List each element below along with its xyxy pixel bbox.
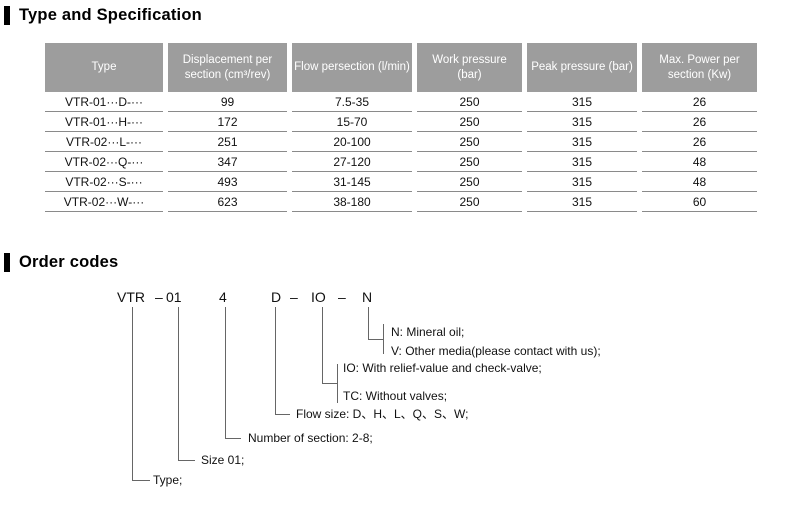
col-header-displacement: Displacement per section (cm³/rev) <box>168 43 287 92</box>
cell-work-pressure: 250 <box>417 172 522 192</box>
cell-displacement: 347 <box>168 152 287 172</box>
label-valve-io: IO: With relief-value and check-valve; <box>343 361 542 375</box>
cell-peak-pressure: 315 <box>527 92 637 112</box>
col-header-max-power: Max. Power per section (Kw) <box>642 43 757 92</box>
cell-peak-pressure: 315 <box>527 112 637 132</box>
cell-flow: 7.5-35 <box>292 92 412 112</box>
table-row: VTR-01···H-··· 172 15-70 250 315 26 <box>45 112 757 132</box>
cell-max-power: 26 <box>642 132 757 152</box>
cell-flow: 15-70 <box>292 112 412 132</box>
label-type: Type; <box>153 473 183 487</box>
cell-displacement: 251 <box>168 132 287 152</box>
cell-flow: 20-100 <box>292 132 412 152</box>
cell-displacement: 493 <box>168 172 287 192</box>
connector-line-flow <box>275 307 290 415</box>
cell-flow: 27-120 <box>292 152 412 172</box>
cell-displacement: 99 <box>168 92 287 112</box>
cell-flow: 38-180 <box>292 192 412 212</box>
col-header-work-pressure: Work pressure (bar) <box>417 43 522 92</box>
cell-work-pressure: 250 <box>417 132 522 152</box>
label-valve-tc: TC: Without valves; <box>343 389 448 403</box>
label-size: Size 01; <box>201 453 245 467</box>
cell-peak-pressure: 315 <box>527 172 637 192</box>
label-media-v: V: Other media(please contact with us); <box>391 344 601 358</box>
label-flow-size: Flow size: D、H、L、Q、S、W; <box>296 407 469 421</box>
cell-type: VTR-02···S-··· <box>45 172 163 192</box>
col-header-peak-pressure: Peak pressure (bar) <box>527 43 637 92</box>
label-number-of-sections: Number of section: 2-8; <box>248 431 373 445</box>
cell-work-pressure: 250 <box>417 152 522 172</box>
spec-section-title: Type and Specification <box>19 6 202 24</box>
section-marker-bar <box>4 253 10 272</box>
table-row: VTR-02···S-··· 493 31-145 250 315 48 <box>45 172 757 192</box>
cell-type: VTR-02···L-··· <box>45 132 163 152</box>
code-part-size: 01 <box>166 289 182 305</box>
cell-type: VTR-02···Q-··· <box>45 152 163 172</box>
connector-line-type <box>132 307 150 481</box>
label-media-n: N: Mineral oil; <box>391 325 465 339</box>
cell-flow: 31-145 <box>292 172 412 192</box>
cell-peak-pressure: 315 <box>527 132 637 152</box>
order-codes-section-header: Order codes <box>4 253 118 272</box>
cell-peak-pressure: 315 <box>527 152 637 172</box>
spec-table: Type Displacement per section (cm³/rev) … <box>40 43 762 212</box>
spec-section-header: Type and Specification <box>4 6 202 25</box>
cell-work-pressure: 250 <box>417 112 522 132</box>
cell-max-power: 48 <box>642 172 757 192</box>
cell-displacement: 172 <box>168 112 287 132</box>
cell-max-power: 26 <box>642 112 757 132</box>
code-part-valve: IO <box>311 289 326 305</box>
table-row: VTR-02···W-··· 623 38-180 250 315 60 <box>45 192 757 212</box>
table-row: VTR-02···Q-··· 347 27-120 250 315 48 <box>45 152 757 172</box>
cell-type: VTR-01···D-··· <box>45 92 163 112</box>
col-header-flow: Flow persection (l/min) <box>292 43 412 92</box>
cell-work-pressure: 250 <box>417 192 522 212</box>
code-part-flow-size: D <box>271 289 282 305</box>
connector-line-valve <box>322 307 338 384</box>
fork-bar-valve <box>337 364 338 403</box>
section-marker-bar <box>4 6 10 25</box>
code-part-media: N <box>362 289 373 305</box>
cell-max-power: 48 <box>642 152 757 172</box>
cell-displacement: 623 <box>168 192 287 212</box>
cell-type: VTR-02···W-··· <box>45 192 163 212</box>
cell-max-power: 60 <box>642 192 757 212</box>
fork-bar-media <box>383 324 384 354</box>
col-header-type: Type <box>45 43 163 92</box>
code-part-series: VTR <box>117 289 145 305</box>
table-row: VTR-01···D-··· 99 7.5-35 250 315 26 <box>45 92 757 112</box>
cell-peak-pressure: 315 <box>527 192 637 212</box>
table-row: VTR-02···L-··· 251 20-100 250 315 26 <box>45 132 757 152</box>
dash-separator: – <box>290 289 298 305</box>
connector-line-media <box>368 307 384 340</box>
spec-table-header: Type Displacement per section (cm³/rev) … <box>45 43 757 92</box>
dash-separator: – <box>155 289 163 305</box>
order-codes-section-title: Order codes <box>19 253 119 271</box>
dash-separator: – <box>338 289 346 305</box>
cell-max-power: 26 <box>642 92 757 112</box>
cell-type: VTR-01···H-··· <box>45 112 163 132</box>
connector-line-size <box>178 307 195 461</box>
cell-work-pressure: 250 <box>417 92 522 112</box>
code-part-sections: 4 <box>219 289 227 305</box>
connector-line-sections <box>225 307 241 439</box>
